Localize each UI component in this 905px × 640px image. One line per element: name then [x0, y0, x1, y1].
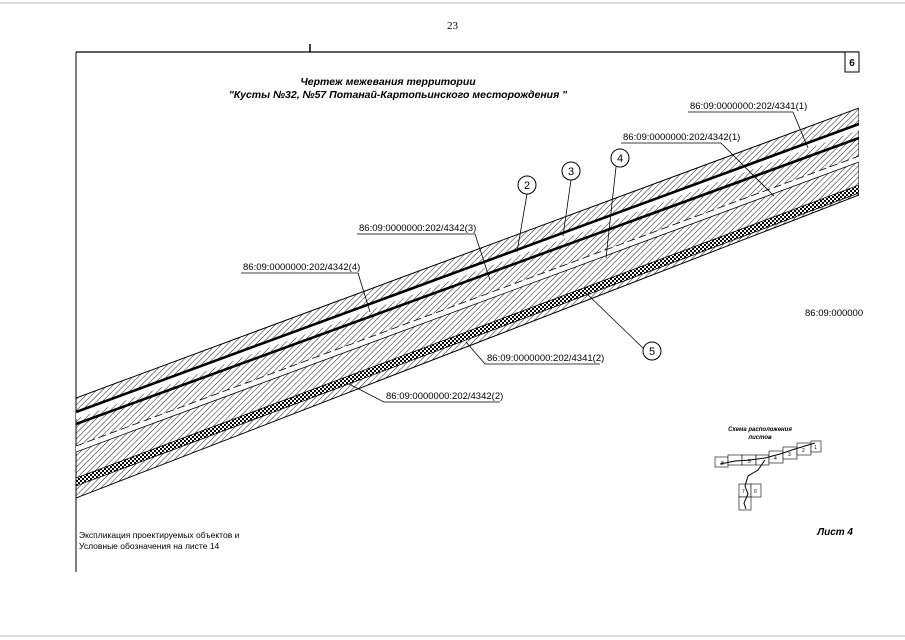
scheme-cell-label: 1: [814, 445, 817, 451]
scheme-cell: [738, 496, 752, 511]
drawing-title-line1: Чертеж межевания территории: [300, 76, 476, 88]
scheme-cell-label: 5: [748, 459, 751, 465]
sheet-number-box: [844, 51, 860, 73]
parcel-label-4342-1: 86:09:0000000:202/4342(1): [621, 132, 775, 197]
parcel-text: 86:09:0000000:202/4341(2): [487, 353, 604, 364]
white-strip: [76, 156, 859, 452]
sheet-label: Лист 4: [816, 527, 853, 538]
parcel-label-4342-4: 86:09:0000000:202/4342(4): [241, 262, 371, 313]
corridor-band: [76, 107, 859, 499]
parcel-text: 86:09:0000000:202/4341(1): [690, 101, 807, 112]
parcel-text: 86:09:0000000:202/4342(2): [386, 391, 503, 402]
scheme-cell-label: 6: [754, 489, 757, 495]
leader-line: [465, 341, 486, 365]
sheet-location-scheme: Схема расположения листов 8 5 4 3 2 1 7 …: [714, 427, 822, 511]
leader-line: [474, 233, 491, 281]
sheet-number-box-label: 6: [849, 58, 855, 69]
explication-note-line2: Условные обозначения на листе 14: [79, 541, 220, 551]
pipeline-lower: [76, 136, 859, 426]
parcel-label-4341-1: 86:09:0000000:202/4341(1): [688, 101, 809, 149]
explication-note-line1: Экспликация проектируемых объектов и: [79, 530, 240, 540]
chain-line-strip: [76, 184, 859, 487]
parcel-label-4342-2: 86:09:0000000:202/4342(2): [348, 383, 503, 403]
callout-2: 2: [516, 175, 537, 253]
callout-number: 5: [649, 346, 655, 358]
callout-3: 3: [561, 161, 581, 237]
parcel-text: 86:09:0000000:202/4342(4): [243, 262, 360, 273]
callout-number: 2: [524, 180, 530, 192]
inner-boundary: [76, 161, 859, 453]
scheme-branch-line: [743, 459, 766, 510]
callout-5: 5: [585, 292, 662, 361]
scheme-cell: [810, 440, 822, 453]
scheme-cell: [750, 483, 762, 498]
scheme-cell: [727, 454, 743, 466]
scheme-cell-label: 4: [774, 456, 777, 462]
callout-4: 4: [605, 148, 630, 259]
parcel-label-4341-2: 86:09:0000000:202/4341(2): [465, 341, 604, 365]
scheme-title-line2: листов: [747, 435, 772, 441]
parcel-label-4342-3: 86:09:0000000:202/4342(3): [357, 223, 491, 281]
scheme-cell-label: 2: [802, 448, 805, 454]
pipeline-channel: [76, 124, 859, 419]
callout-number: 3: [568, 166, 574, 178]
dashed-boundary: [76, 155, 859, 447]
scheme-route-line: [719, 442, 816, 465]
scheme-cell-label: 3: [788, 452, 791, 458]
leader-line: [792, 111, 809, 149]
drawing-title-line2: "Кусты №32, №57 Потанай-Картопьинского м…: [229, 89, 568, 101]
leader-line: [348, 383, 385, 403]
pipeline-upper: [76, 122, 859, 414]
scheme-cell-label: 7: [742, 489, 745, 495]
parcel-label-right-cut: 86:09:000000: [805, 308, 863, 319]
scheme-title-line1: Схема расположения: [728, 427, 792, 433]
scheme-cell-label: 8: [721, 461, 724, 467]
page-number: 23: [447, 20, 458, 32]
parcel-text: 86:09:0000000:202/4342(3): [359, 223, 476, 234]
leader-line: [357, 272, 371, 313]
parcel-text: 86:09:0000000:202/4342(1): [623, 132, 740, 143]
leader-line: [720, 142, 775, 197]
callout-number: 4: [617, 153, 623, 165]
